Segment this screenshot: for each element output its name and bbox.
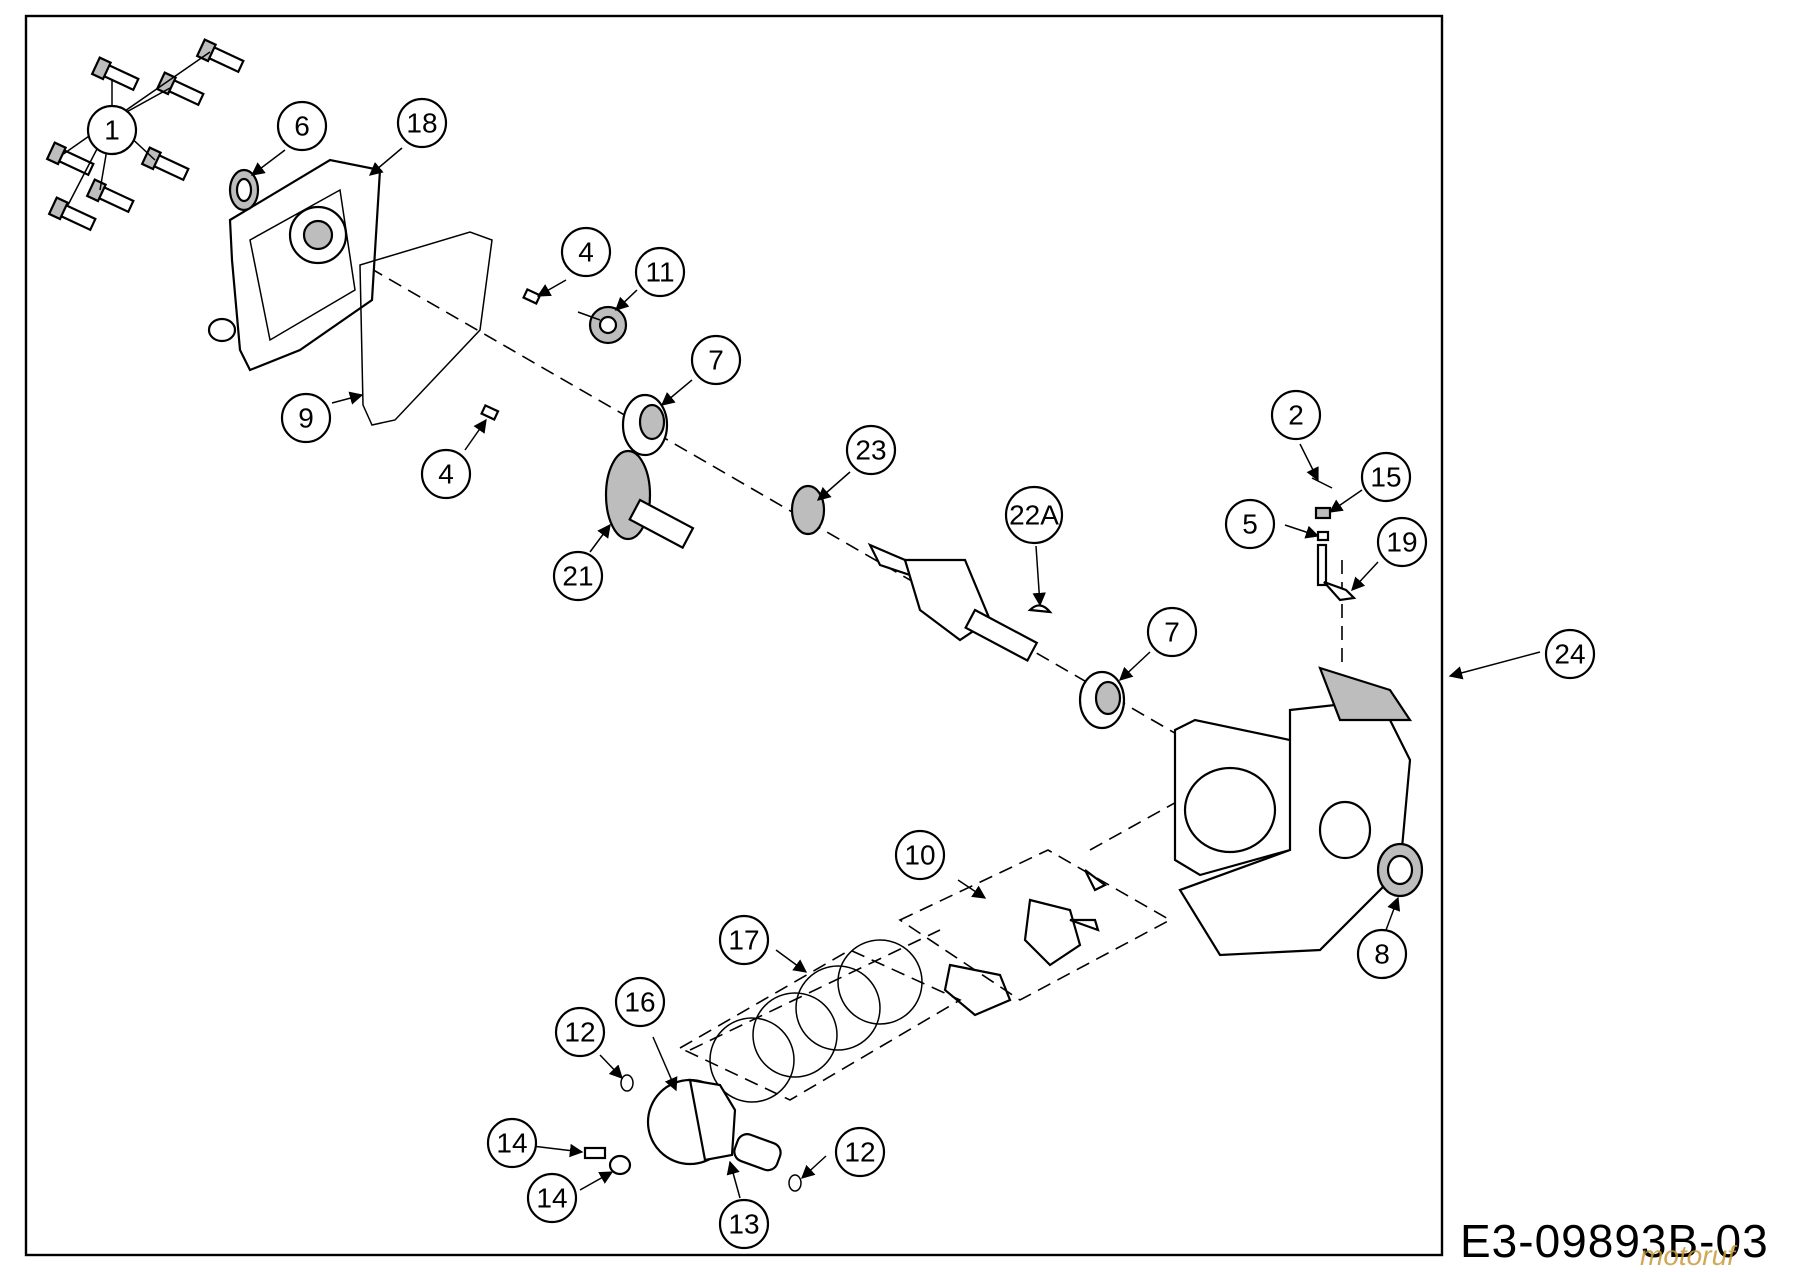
dowel-pins [480,287,542,421]
callout: 9 [280,392,332,444]
oil-seal-lower [1376,842,1424,898]
callout: 4 [560,226,612,278]
woodruff-key [1027,604,1053,614]
callout: 13 [718,1198,770,1250]
svg-text:4: 4 [438,459,454,490]
svg-text:12: 12 [844,1137,875,1168]
document-code: E3-09893B-03 [1460,1215,1769,1267]
callout: 12 [834,1126,886,1178]
svg-text:14: 14 [496,1128,527,1159]
pin-clips [583,1146,632,1176]
connecting-rod [943,869,1108,1017]
svg-text:9: 9 [298,403,314,434]
piston [646,1078,737,1166]
callout: 4 [420,448,472,500]
svg-text:5: 5 [1242,509,1258,540]
callout: 12 [554,1006,606,1058]
svg-text:8: 8 [1374,939,1390,970]
ball-bearing-upper [621,393,669,457]
callout: 23 [845,424,897,476]
callout: 8 [1356,928,1408,980]
svg-text:12: 12 [564,1017,595,1048]
callout: 1 [86,104,138,156]
crankshaft-gear [790,484,826,536]
svg-text:14: 14 [536,1183,567,1214]
callout: 5 [1224,498,1276,550]
callout: 16 [614,976,666,1028]
dashed-box-rings [678,949,962,1101]
callout: 7 [690,334,742,386]
svg-text:2: 2 [1288,400,1304,431]
watermark-logo: motoruf [1640,1240,1735,1271]
svg-text:21: 21 [562,561,593,592]
bolt-group [45,38,245,232]
circlips [620,1074,802,1192]
callout: 11 [634,246,686,298]
callout: 22A [1004,485,1064,545]
callout: 6 [276,100,328,152]
svg-text:1: 1 [104,115,120,146]
svg-text:11: 11 [645,257,674,288]
callout: 7 [1146,606,1198,658]
callout: 17 [718,914,770,966]
governor-gear [577,305,628,345]
svg-text:6: 6 [294,111,310,142]
svg-text:15: 15 [1370,462,1401,493]
assembly-axis-lines [369,267,1343,1051]
crankcase-cover [207,158,382,372]
svg-text:10: 10 [904,840,935,871]
callout: 19 [1376,516,1428,568]
svg-text:17: 17 [728,925,759,956]
camshaft [604,449,695,550]
callout: 14 [486,1117,538,1169]
callout: 14 [526,1172,578,1224]
diagram-frame [24,14,1444,1257]
callout: 21 [552,550,604,602]
callout: 15 [1360,451,1412,503]
engine-block [1173,666,1413,957]
svg-text:23: 23 [855,435,886,466]
svg-text:13: 13 [728,1209,759,1240]
svg-text:18: 18 [406,108,437,139]
svg-text:7: 7 [1164,617,1180,648]
ball-bearing-lower [1078,670,1126,730]
crankshaft [867,542,1039,663]
gasket [359,231,493,426]
callout: 10 [894,829,946,881]
svg-text:4: 4 [578,237,594,268]
callout: 24 [1544,628,1596,680]
svg-text:22A: 22A [1009,500,1059,531]
leader-lines [61,51,1541,1199]
governor-shaft-parts [1311,477,1357,602]
svg-text:24: 24 [1554,639,1585,670]
svg-text:7: 7 [708,345,724,376]
callout: 18 [396,97,448,149]
callout: 2 [1270,389,1322,441]
oil-seal [228,168,260,212]
svg-text:16: 16 [624,987,655,1018]
piston-pin [733,1133,782,1172]
svg-text:19: 19 [1386,527,1417,558]
